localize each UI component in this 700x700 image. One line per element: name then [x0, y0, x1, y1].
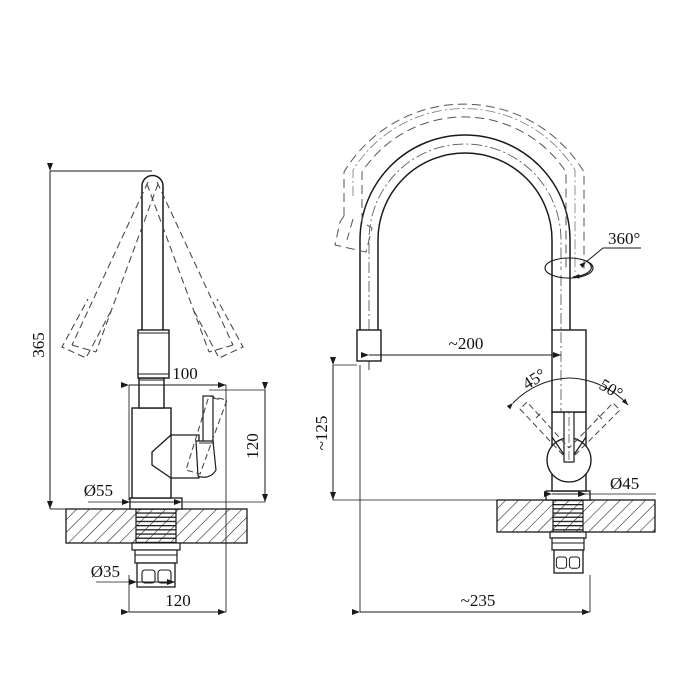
front-dim-height-overall-label: 365 [29, 332, 48, 358]
side-dim-overall-depth-label: ~235 [461, 591, 496, 610]
front-threaded-shank [135, 508, 177, 544]
front-spout-shaft [137, 174, 170, 379]
side-dim-spout-reach: ~200 [361, 334, 561, 370]
front-dim-footprint-width: 120 [121, 400, 227, 615]
side-dim-body-diameter-label: Ø45 [610, 474, 639, 493]
front-dim-handle-height: 120 [183, 382, 268, 503]
side-threaded-shank [552, 499, 584, 533]
side-handle-ghost-right [568, 402, 621, 456]
front-dim-footprint-width-label: 120 [165, 591, 191, 610]
side-base-flange [545, 490, 591, 501]
front-spout-ghost-right [146, 181, 244, 359]
front-dim-shank-diameter: Ø35 [91, 562, 175, 585]
side-spout-centerline [368, 143, 562, 330]
front-base-collar [129, 497, 183, 510]
front-faucet-body [131, 407, 200, 499]
front-dim-spout-width-label: 100 [172, 364, 198, 383]
side-annot-rotation-360: 360° [579, 229, 641, 268]
side-ghost-centerline [352, 108, 576, 272]
side-dim-spout-clearance-label: ~125 [312, 416, 331, 451]
side-gooseneck-ghost [334, 103, 585, 275]
front-dim-shank-diameter-label: Ø35 [91, 562, 120, 581]
front-spout-ghost-left [61, 181, 159, 359]
front-dim-handle-height-label: 120 [243, 433, 262, 459]
side-dim-body-diameter: Ø45 [544, 474, 656, 497]
side-spout-nozzle [356, 329, 382, 362]
front-view: 365 100 120 Ø55 Ø35 [29, 163, 268, 615]
front-dim-base-diameter-label: Ø55 [84, 481, 113, 500]
side-handle-ghost-left [519, 401, 570, 456]
front-handle-lever [185, 395, 228, 478]
side-annot-rotation-360-label: 360° [608, 229, 640, 248]
side-dim-spout-reach-label: ~200 [449, 334, 484, 353]
front-dim-spout-width: 100 [121, 364, 227, 500]
side-gooseneck-spout [356, 134, 587, 413]
front-undercounter-assembly [131, 542, 181, 588]
side-dim-overall-depth: ~235 [352, 365, 591, 615]
front-dim-base-diameter: Ø55 [84, 481, 182, 505]
side-view: 360° 45° 50° ~200 ~125 Ø45 [312, 103, 656, 615]
front-riser-column [138, 377, 165, 409]
side-undercounter-assembly [549, 531, 587, 574]
side-rotation-symbol [544, 257, 594, 279]
front-dim-height-overall: 365 [29, 163, 152, 510]
